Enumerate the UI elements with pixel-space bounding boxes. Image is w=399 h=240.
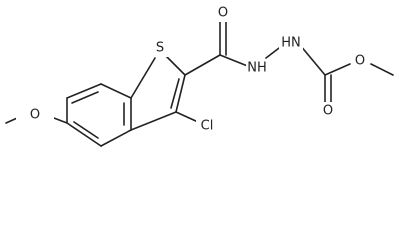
atom-s: S (156, 41, 164, 56)
bond-c2-c3b (170, 78, 180, 109)
bond-c7a-s (130, 57, 156, 99)
bond-c-oester (324, 63, 351, 76)
bond-benz-2 (66, 83, 102, 99)
atom-hn-bg (279, 34, 303, 52)
atom-o2-bg (320, 102, 336, 120)
bond-benz-2b (71, 91, 99, 104)
atom-labels: O S Cl O NH HN O O (16, 4, 368, 135)
atom-o-carbonyl-1: O (218, 6, 228, 21)
atom-hn: HN (281, 36, 301, 51)
o-methoxy-bg (16, 106, 54, 124)
bond-hn-c (299, 44, 326, 76)
bond-benz-3 (100, 83, 132, 99)
bond-s-c2 (164, 54, 186, 76)
bond-co-nh (219, 54, 251, 68)
bond-c2-c3 (175, 74, 186, 113)
bond-c2-co (184, 54, 221, 76)
atom-o-methoxy: O (30, 108, 40, 123)
atom-oester-bg (352, 52, 368, 70)
bond-c3-cl (175, 111, 199, 123)
bond-benz-6b (73, 121, 99, 139)
bond-benz-5 (100, 129, 132, 147)
atom-s-bg (152, 39, 168, 57)
atom-cl-bg (196, 117, 218, 135)
atom-cl: Cl (201, 119, 214, 134)
atom-o-ester: O (355, 54, 365, 69)
atom-o1-bg (215, 4, 231, 22)
bond-c3-c3a (130, 111, 177, 131)
bond-benz-6 (66, 122, 102, 147)
atom-nh-bg (246, 59, 268, 77)
molecule-diagram: O S Cl O NH HN O O (5, 4, 394, 147)
structure-drawing: O S Cl O NH HN O O (5, 4, 394, 147)
bond-oester-me (370, 63, 394, 76)
atom-nh: NH (247, 61, 267, 76)
atom-o-carbonyl-2: O (323, 104, 333, 119)
bonds (5, 18, 394, 147)
